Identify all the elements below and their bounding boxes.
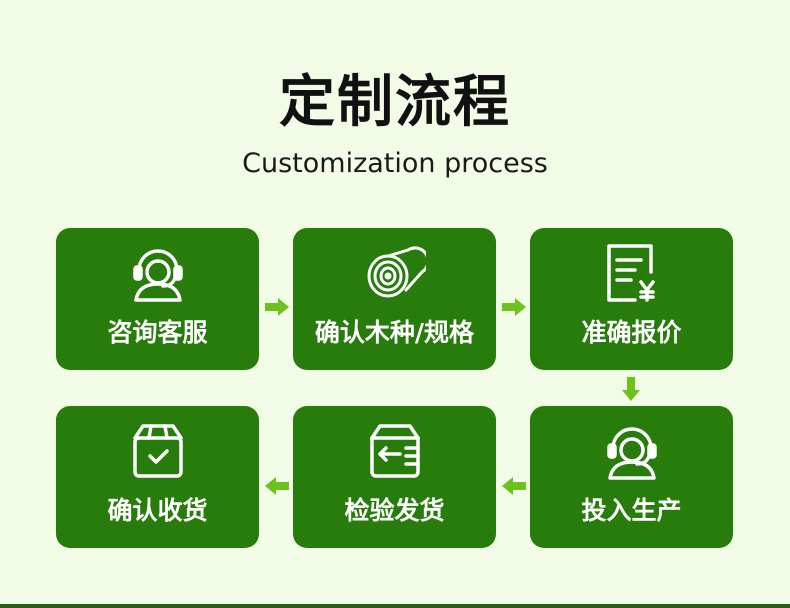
- bottom-divider: [0, 604, 790, 608]
- arrow-right-icon: [265, 298, 289, 316]
- step-label: 确认木种/规格: [314, 318, 475, 347]
- headset-agent-icon: [133, 249, 183, 302]
- step-label: 检验发货: [344, 496, 445, 525]
- page-title: 定制流程: [279, 70, 511, 135]
- step-label: 投入生产: [581, 496, 682, 525]
- step-label: 咨询客服: [107, 318, 208, 347]
- step-card-quote: 准确报价: [530, 228, 733, 370]
- box-check-icon: [133, 424, 183, 478]
- arrow-right-icon: [502, 298, 526, 316]
- step-label: 准确报价: [581, 318, 682, 347]
- box-return-icon: [370, 424, 420, 478]
- quote-document-yen-icon: [607, 244, 655, 302]
- step-card-consult: 咨询客服: [56, 228, 259, 370]
- step-card-inspect-ship: 检验发货: [293, 406, 496, 548]
- step-label: 确认收货: [107, 496, 208, 525]
- arrow-left-icon: [502, 477, 526, 495]
- step-card-receive: 确认收货: [56, 406, 259, 548]
- arrow-down-icon: [622, 377, 640, 401]
- page-subtitle: Customization process: [242, 148, 548, 179]
- step-card-production: 投入生产: [530, 406, 733, 548]
- arrow-left-icon: [265, 477, 289, 495]
- step-card-confirm-wood: 确认木种/规格: [293, 228, 496, 370]
- wood-log-icon: [367, 246, 426, 298]
- headset-agent-icon: [607, 427, 657, 480]
